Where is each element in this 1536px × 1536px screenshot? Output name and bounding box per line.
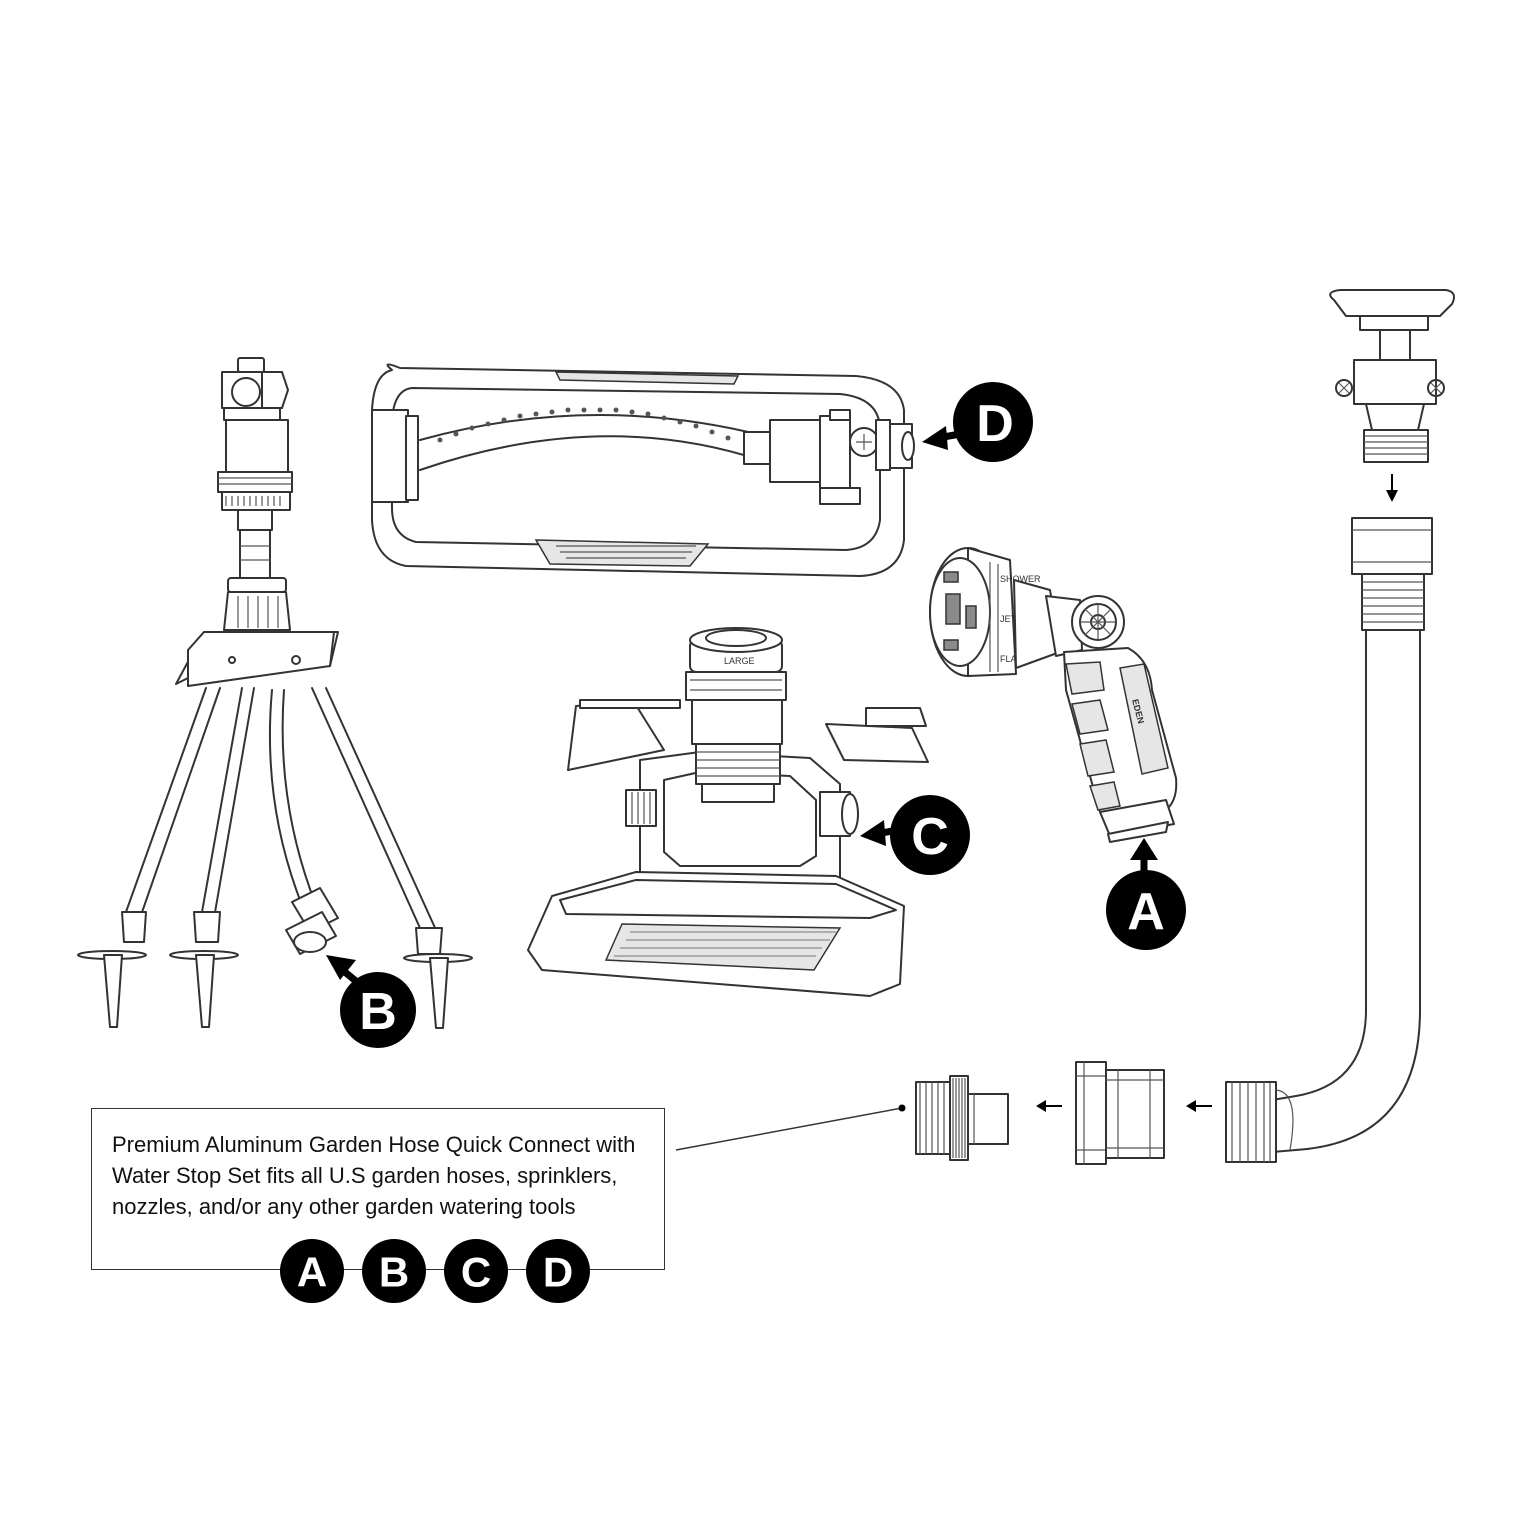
quick-connect-set (915, 1061, 1165, 1165)
garden-hose (1225, 517, 1433, 1163)
leader-line (675, 1107, 903, 1151)
faucet (1329, 289, 1455, 463)
leader-dot (898, 1104, 906, 1112)
spray-nozzle: SHOWER JET FLAT EDEN (929, 547, 1178, 843)
badge-c (890, 795, 970, 875)
oscillating-sprinkler (371, 363, 915, 577)
arrowhead-faucet-down (1386, 490, 1398, 502)
sled-texture (614, 931, 836, 957)
badge-a (1106, 870, 1186, 950)
nozzle-mode-shower: SHOWER (1000, 574, 1041, 584)
tripod-sprinkler (77, 357, 473, 1029)
arrowhead-b (326, 955, 356, 980)
description-box: Premium Aluminum Garden Hose Quick Conne… (91, 1108, 665, 1270)
nozzle-mode-flat: FLAT (1000, 654, 1022, 664)
badge-a-group: A (1106, 838, 1186, 950)
nozzle-mode-jet: JET (1000, 614, 1017, 624)
badge-d (953, 382, 1033, 462)
arrowhead-hose-left (1186, 1100, 1196, 1112)
arrowhead-d (922, 426, 948, 450)
badge-b (340, 972, 416, 1048)
arrowhead-c (860, 820, 886, 846)
badge-b-label: B (359, 983, 397, 1041)
rotary-sprinkler: LARGE (527, 627, 929, 997)
description-text: Premium Aluminum Garden Hose Quick Conne… (112, 1132, 636, 1219)
badge-c-group: C (860, 795, 970, 875)
badge-a-label: A (1127, 883, 1165, 941)
badge-d-label: D (976, 395, 1014, 453)
spray-holes (437, 407, 731, 443)
arrowhead-a (1130, 838, 1158, 860)
badge-c-label: C (911, 808, 949, 866)
turret-label: LARGE (724, 656, 755, 666)
badge-b-group: B (326, 955, 416, 1048)
badge-d-group: D (922, 382, 1033, 462)
arrowhead-coupler-left (1036, 1100, 1046, 1112)
